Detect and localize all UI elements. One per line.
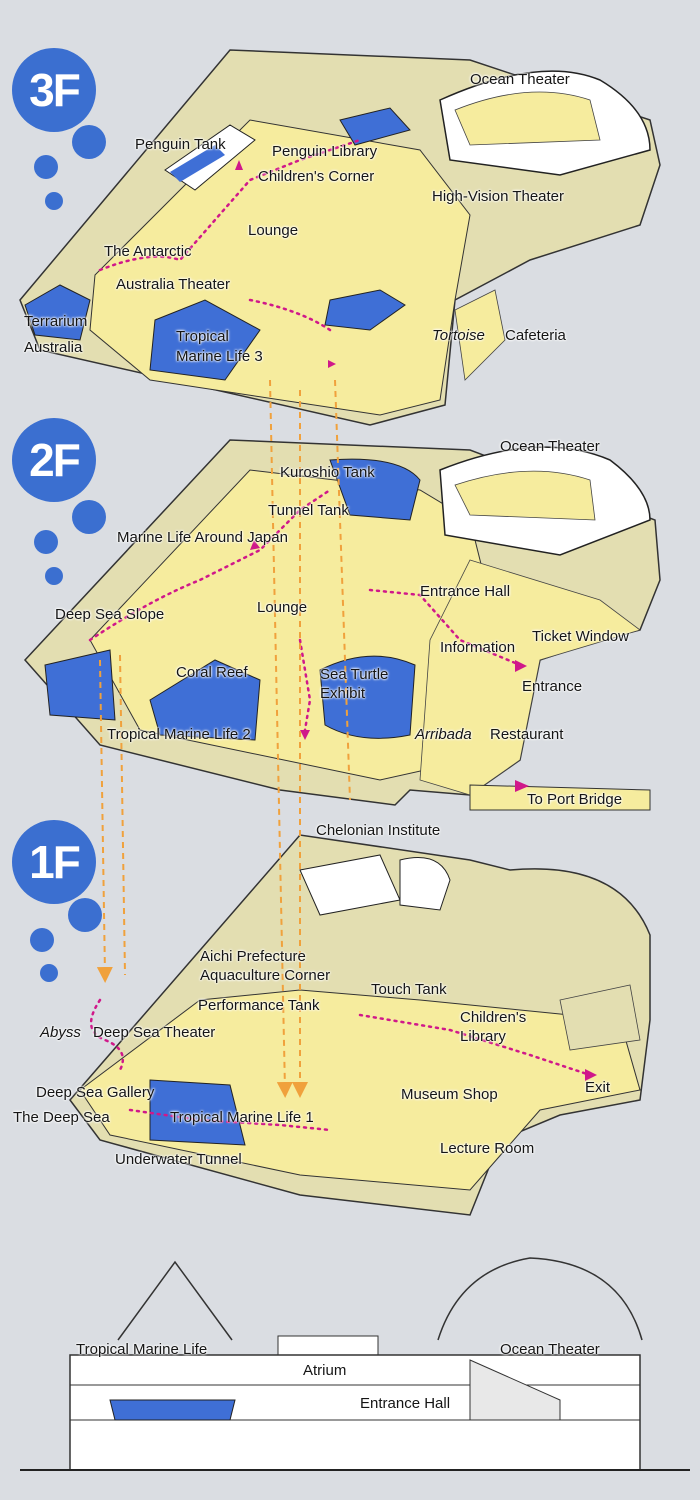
bubble-icon: [30, 928, 54, 952]
bubble-icon: [72, 500, 106, 534]
label-tortoise[interactable]: Tortoise: [432, 327, 485, 344]
label-aichi-aquaculture-corner[interactable]: Aichi Prefecture Aquaculture Corner: [200, 948, 331, 984]
floor-badge-1f[interactable]: 1F: [12, 820, 96, 904]
label-chelonian-institute[interactable]: Chelonian Institute: [316, 822, 441, 839]
label-touch-tank[interactable]: Touch Tank: [371, 981, 447, 998]
label-performance-tank[interactable]: Performance Tank: [198, 997, 320, 1014]
label-abyss[interactable]: Abyss: [40, 1024, 81, 1041]
label-section-ocean-theater: Ocean Theater: [500, 1341, 600, 1358]
floor-2f-plan: [23, 439, 661, 811]
floor-badge-3f[interactable]: 3F: [12, 48, 96, 132]
label-lounge-3f[interactable]: Lounge: [248, 222, 299, 239]
label-museum-shop[interactable]: Museum Shop: [401, 1086, 498, 1103]
label-the-antarctic[interactable]: The Antarctic: [104, 243, 192, 260]
label-australia[interactable]: Australia: [24, 339, 83, 356]
label-exit[interactable]: Exit: [585, 1079, 611, 1096]
label-terrarium[interactable]: Terrarium: [24, 313, 88, 330]
label-tropical-marine-life-2[interactable]: Tropical Marine Life 2: [107, 726, 251, 743]
label-restaurant[interactable]: Restaurant: [490, 726, 564, 743]
label-coral-reef[interactable]: Coral Reef: [176, 664, 248, 681]
label-cafeteria[interactable]: Cafeteria: [505, 327, 566, 344]
label-to-port-bridge[interactable]: To Port Bridge: [527, 791, 623, 808]
label-section-atrium: Atrium: [303, 1362, 347, 1379]
label-tropical-marine-life-1[interactable]: Tropical Marine Life 1: [170, 1109, 314, 1126]
label-childrens-library[interactable]: Children's Library: [460, 1009, 527, 1045]
vertical-connections: [96, 379, 351, 1098]
floor-badge-2f[interactable]: 2F: [12, 418, 96, 502]
label-lecture-room[interactable]: Lecture Room: [440, 1140, 535, 1157]
label-ticket-window[interactable]: Ticket Window: [532, 628, 629, 645]
label-deep-sea-slope[interactable]: Deep Sea Slope: [55, 606, 165, 623]
label-ocean-theater-3f[interactable]: Ocean Theater: [470, 71, 570, 88]
label-ocean-theater-2f[interactable]: Ocean Theater: [500, 438, 600, 455]
label-marine-life-around-japan[interactable]: Marine Life Around Japan: [117, 529, 288, 546]
label-section-entrance-hall: Entrance Hall: [360, 1395, 451, 1412]
label-information[interactable]: Information: [440, 639, 516, 656]
label-kuroshio-tank[interactable]: Kuroshio Tank: [280, 464, 375, 481]
label-high-vision-theater[interactable]: High-Vision Theater: [432, 188, 565, 205]
label-penguin-library[interactable]: Penguin Library: [272, 143, 378, 160]
floor-3f-plan: [19, 49, 661, 426]
label-the-deep-sea[interactable]: The Deep Sea: [13, 1109, 110, 1126]
label-childrens-corner[interactable]: Children's Corner: [258, 168, 375, 185]
bubble-icon: [40, 964, 58, 982]
label-australia-theater[interactable]: Australia Theater: [116, 276, 230, 293]
building-section: [20, 1257, 690, 1471]
label-underwater-tunnel[interactable]: Underwater Tunnel: [115, 1151, 242, 1168]
label-penguin-tank[interactable]: Penguin Tank: [135, 136, 226, 153]
label-tunnel-tank[interactable]: Tunnel Tank: [268, 502, 349, 519]
label-entrance[interactable]: Entrance: [522, 678, 583, 695]
bubble-icon: [34, 155, 58, 179]
label-section-tropical-marine-life: Tropical Marine Life: [76, 1341, 208, 1358]
bubble-icon: [45, 192, 63, 210]
label-lounge-2f[interactable]: Lounge: [257, 599, 308, 616]
bubble-icon: [68, 898, 102, 932]
bubble-icon: [72, 125, 106, 159]
label-deep-sea-gallery[interactable]: Deep Sea Gallery: [36, 1084, 155, 1101]
bubble-icon: [45, 567, 63, 585]
label-entrance-hall-2f[interactable]: Entrance Hall: [420, 583, 511, 600]
label-arribada[interactable]: Arribada: [415, 726, 472, 743]
label-sea-turtle-exhibit[interactable]: Sea Turtle Exhibit: [320, 666, 389, 702]
floor-1f-plan: [69, 834, 651, 1216]
label-deep-sea-theater[interactable]: Deep Sea Theater: [93, 1024, 216, 1041]
bubble-icon: [34, 530, 58, 554]
label-tropical-marine-life-3[interactable]: Tropical Marine Life 3: [176, 328, 263, 365]
